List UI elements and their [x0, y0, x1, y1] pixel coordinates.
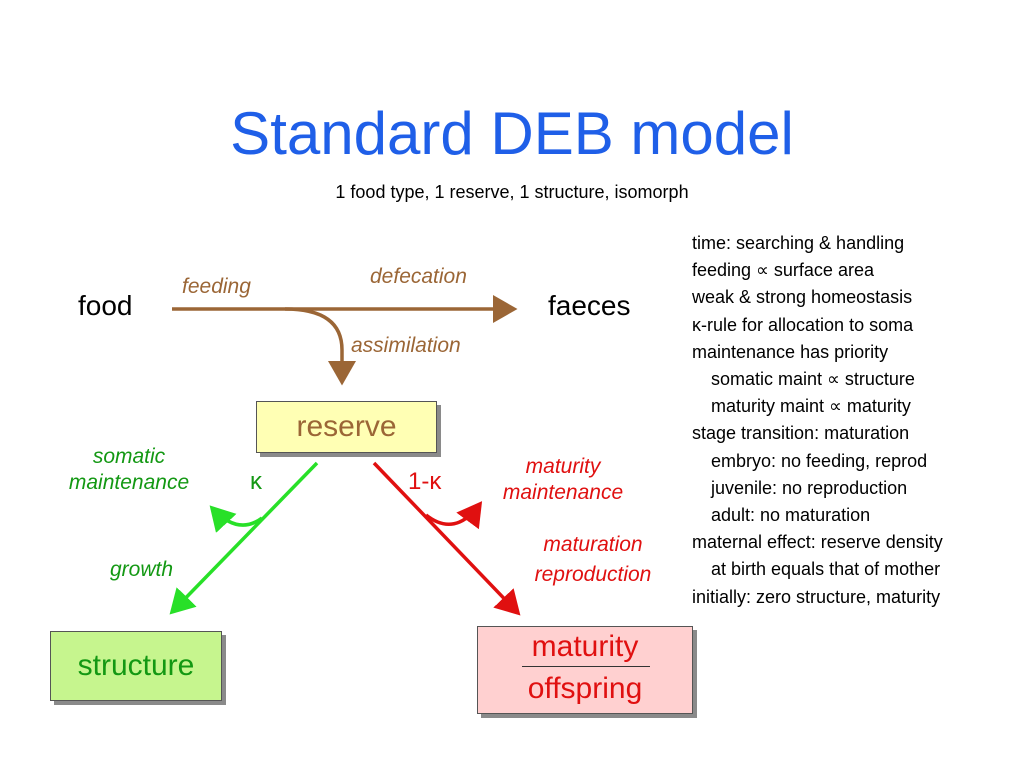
offspring-label: offspring [527, 672, 643, 705]
note-item: weak & strong homeostasis [692, 287, 913, 308]
note-item: somatic maint ∝ structure [711, 369, 915, 390]
note-item: adult: no maturation [711, 505, 871, 526]
defecation-label: defecation [370, 265, 467, 288]
maturity-maintenance-label: maturity maintenance [502, 455, 624, 504]
reserve-box: reserve [256, 401, 437, 453]
divider-line [522, 666, 650, 667]
page-title: Standard DEB model [230, 100, 794, 167]
one-minus-kappa-label: 1-κ [408, 468, 442, 495]
note-item: juvenile: no reproduction [711, 477, 908, 498]
growth-arrow [169, 461, 319, 615]
food-label: food [78, 290, 133, 321]
maturity-maintenance-arrow [424, 501, 483, 530]
maturation-reproduction-label: maturation reproduction [534, 533, 652, 586]
somatic-maintenance-label: somatic maintenance [68, 445, 190, 494]
structure-box: structure [50, 631, 222, 701]
note-item: maternal effect: reserve density [692, 532, 943, 553]
faeces-label: faeces [548, 290, 631, 321]
maturity-offspring-box: maturity offspring [477, 626, 693, 714]
assimilation-label: assimilation [351, 334, 461, 357]
note-item: maintenance has priority [692, 341, 889, 362]
note-item: stage transition: maturation [692, 423, 910, 444]
feeding-label: feeding [182, 275, 251, 298]
note-item: maturity maint ∝ maturity [711, 396, 911, 417]
notes-list: time: searching & handling feeding ∝ sur… [692, 230, 943, 611]
growth-label: growth [110, 558, 174, 581]
somatic-maintenance-arrow [209, 505, 264, 533]
note-item: κ-rule for allocation to soma [692, 314, 914, 335]
note-item: at birth equals that of mother [711, 559, 941, 580]
note-item: initially: zero structure, maturity [692, 586, 941, 607]
note-item: time: searching & handling [692, 233, 905, 253]
page-subtitle: 1 food type, 1 reserve, 1 structure, iso… [335, 182, 689, 202]
kappa-label: κ [250, 468, 262, 495]
assimilation-arrow [284, 307, 356, 386]
note-item: embryo: no feeding, reprod [711, 450, 928, 471]
note-item: feeding ∝ surface area [692, 260, 874, 281]
maturation-reproduction-arrow [372, 461, 521, 616]
maturity-label: maturity [531, 630, 639, 663]
